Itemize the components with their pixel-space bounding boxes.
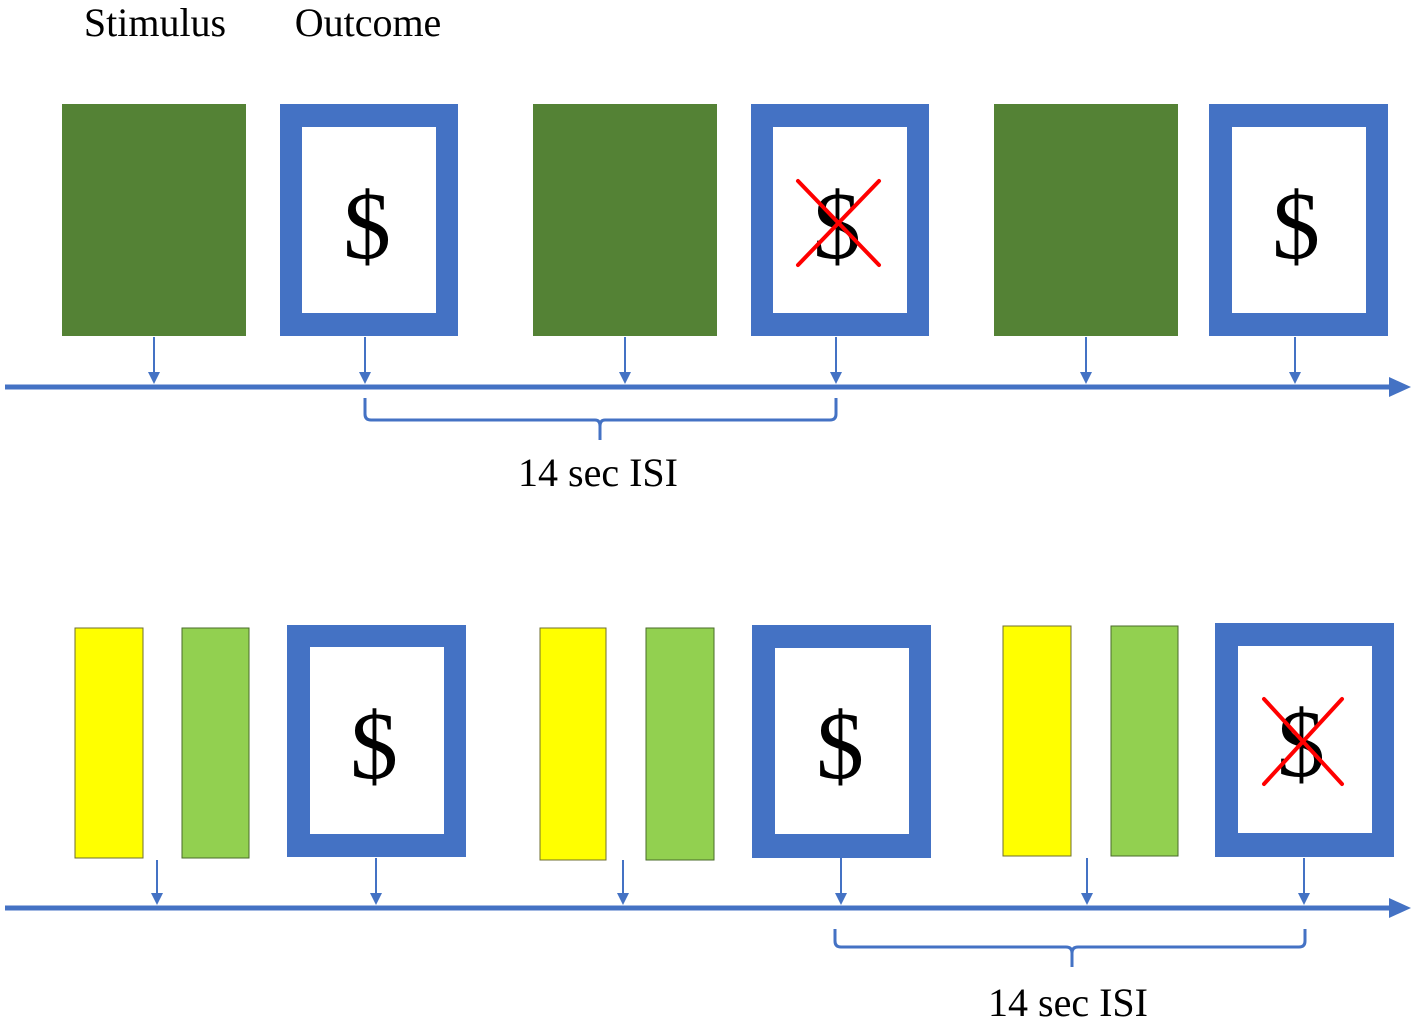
top-panel: $ $ $ [5, 104, 1411, 495]
top-event-markers [148, 337, 1301, 384]
stimulus-dark-green [533, 104, 717, 336]
cue-yellow [539, 627, 607, 861]
stimulus-dark-green [62, 104, 246, 336]
arrow-down-icon [830, 337, 842, 384]
stimulus-dark-green [994, 104, 1178, 336]
dollar-icon: $ [1272, 172, 1320, 279]
top-trial-2: $ [533, 104, 929, 336]
cross-icon [796, 179, 881, 267]
outcome-card: $ [752, 625, 931, 858]
outcome-card: $ [1215, 623, 1394, 857]
isi-label: 14 sec ISI [988, 980, 1148, 1025]
outcome-card: $ [287, 625, 466, 857]
cue-light-green [181, 627, 250, 859]
bottom-trial-2: $ [539, 625, 931, 861]
isi-bracket [833, 929, 1307, 967]
bottom-event-markers [151, 858, 1310, 905]
cross-icon [1262, 697, 1344, 786]
outcome-card: $ [751, 104, 929, 336]
bottom-time-axis [5, 898, 1411, 918]
arrow-down-icon [1289, 337, 1301, 384]
arrow-down-icon [370, 858, 382, 905]
dollar-icon: $ [350, 692, 398, 799]
top-trial-1: $ [62, 104, 458, 336]
arrow-down-icon [617, 860, 629, 905]
outcome-header: Outcome [295, 0, 442, 45]
bottom-panel: $ $ $ [5, 623, 1411, 1025]
bottom-trial-3: $ [1002, 623, 1394, 857]
cue-light-green [645, 627, 715, 861]
arrow-down-icon [359, 337, 371, 384]
arrow-right-icon [1389, 898, 1411, 918]
isi-label: 14 sec ISI [518, 450, 678, 495]
arrow-down-icon [1298, 858, 1310, 905]
outcome-card: $ [1209, 104, 1388, 336]
dollar-icon: $ [816, 692, 864, 799]
cue-light-green [1110, 625, 1179, 857]
top-time-axis [5, 377, 1411, 397]
arrow-right-icon [1389, 377, 1411, 397]
arrow-down-icon [1080, 337, 1092, 384]
arrow-down-icon [151, 860, 163, 905]
dollar-icon: $ [343, 172, 391, 279]
arrow-down-icon [148, 337, 160, 384]
cue-yellow [1002, 625, 1072, 857]
isi-bracket [363, 398, 838, 440]
arrow-down-icon [619, 337, 631, 384]
outcome-card: $ [280, 104, 458, 336]
top-trial-3: $ [994, 104, 1388, 336]
cue-yellow [74, 627, 144, 859]
stimulus-header: Stimulus [84, 0, 226, 45]
arrow-down-icon [1081, 858, 1093, 905]
arrow-down-icon [835, 858, 847, 905]
bottom-trial-1: $ [74, 625, 466, 859]
